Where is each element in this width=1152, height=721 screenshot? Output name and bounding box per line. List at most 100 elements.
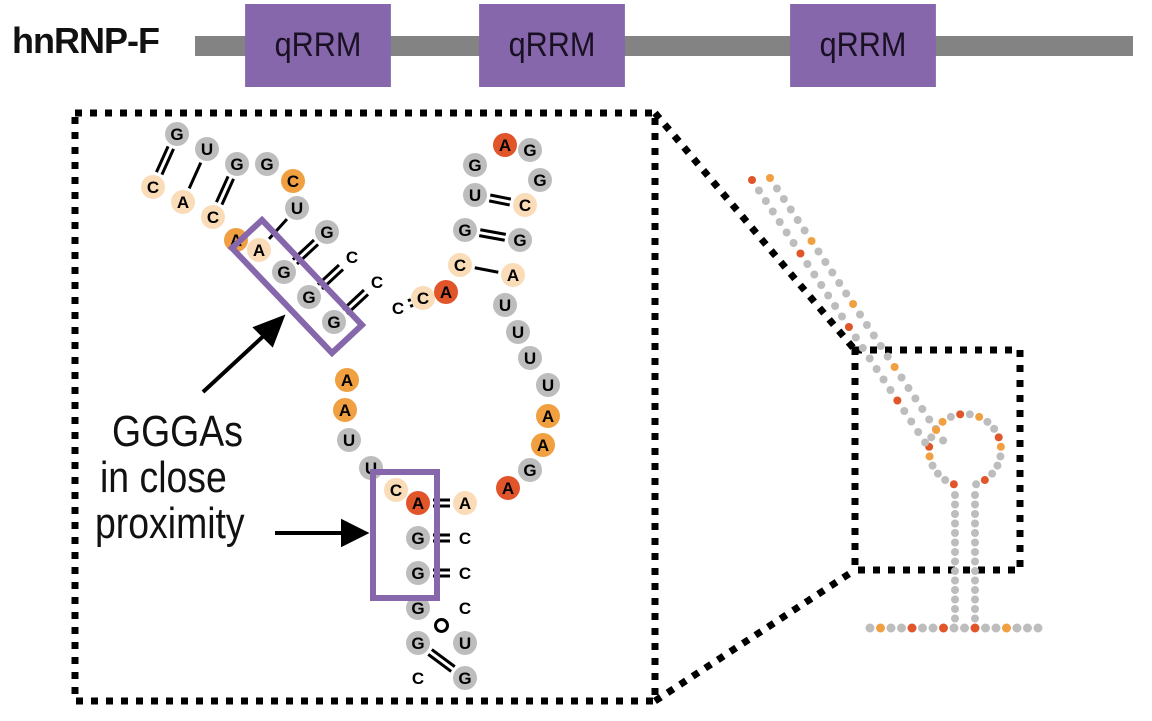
nucleotide-letter: A: [507, 266, 519, 285]
nucleotide: G: [453, 218, 477, 242]
nucleotide-circle: [448, 253, 472, 277]
double-bond: [155, 145, 170, 173]
nucleotide: C: [141, 175, 165, 199]
mini-nucleotide: [928, 461, 937, 470]
mini-nucleotide: [971, 576, 979, 585]
double-bond: [215, 175, 230, 203]
mini-nucleotide: [971, 595, 979, 604]
mini-nucleotide: [925, 415, 934, 424]
nucleotide-circle: [201, 205, 225, 229]
nucleotide-letter: C: [392, 299, 404, 318]
mini-nucleotide: [800, 226, 809, 235]
nucleotide-letter: C: [459, 529, 471, 548]
mini-nucleotide: [971, 614, 979, 623]
nucleotide: U: [463, 183, 487, 207]
mini-nucleotide: [971, 548, 979, 556]
zoom-connector-bottom: [653, 567, 857, 704]
mini-nucleotide: [786, 205, 795, 214]
mini-nucleotide: [951, 557, 959, 566]
zoom-frame-box: [71, 109, 659, 705]
nucleotide: U: [337, 428, 361, 452]
nucleotide: C: [384, 478, 408, 502]
mini-nucleotide: [849, 300, 858, 308]
mini-nucleotide: [971, 586, 979, 594]
nucleotide-letter: G: [411, 634, 424, 653]
arrow-upper-line: [201, 328, 272, 394]
nucleotide: U: [506, 320, 530, 344]
nucleotide-letter: A: [177, 193, 189, 212]
nucleotide-circle: [513, 193, 537, 217]
nucleotide-circle: [165, 122, 189, 146]
nucleotide: G: [165, 122, 189, 146]
mini-nucleotide: [900, 407, 909, 415]
nucleotide-circle: [453, 218, 477, 242]
nucleotide-letter: G: [523, 141, 536, 160]
mini-nucleotide: [828, 268, 837, 277]
mini-nucleotide: [994, 433, 1003, 442]
nucleotide-circle: [536, 404, 560, 428]
mini-nucleotide: [1002, 623, 1011, 633]
mini-nucleotide: [807, 237, 816, 245]
double-bond: [488, 199, 510, 207]
zoom-connector-top: [652, 110, 858, 353]
mini-nucleotide: [951, 538, 959, 547]
mini-nucleotide: [996, 442, 1005, 451]
mini-nucleotide: [838, 312, 846, 321]
mini-nucleotide: [996, 452, 1005, 461]
nucleotide-circle: [506, 320, 530, 344]
mini-nucleotide: [951, 510, 959, 518]
nucleotide-circle: [406, 491, 430, 515]
qrrm-domain-3: qRRM: [790, 4, 936, 87]
nucleotide-circle: [434, 280, 458, 304]
mini-nucleotide: [928, 623, 938, 633]
nucleotide-letter: G: [458, 669, 471, 688]
mini-nucleotide: [951, 500, 959, 509]
nucleotide-letter: A: [542, 407, 554, 426]
nucleotide: G: [406, 526, 430, 550]
nucleotide-letter: C: [454, 256, 466, 275]
single-bond: [474, 266, 499, 274]
mini-nucleotide: [890, 363, 899, 371]
nucleotide-circle: [453, 666, 477, 690]
nucleotide-circle: [531, 433, 555, 457]
nucleotide-letter: A: [253, 241, 265, 260]
nucleotide-letter: U: [469, 186, 481, 205]
double-bond: [490, 193, 512, 201]
nucleotide-letter: A: [502, 479, 514, 498]
mini-nucleotide: [988, 469, 997, 478]
nucleotide: U: [518, 346, 542, 370]
nucleotide-letter: U: [291, 199, 303, 218]
mini-nucleotide: [893, 396, 902, 405]
gggA-highlight-boxes: [227, 215, 440, 601]
mini-nucleotide: [983, 417, 992, 426]
nucleotide-letter: G: [411, 599, 424, 618]
mini-nucleotide: [971, 500, 979, 509]
nucleotide: C: [459, 599, 471, 618]
nucleotide-circle: [281, 169, 305, 193]
nucleotide-letter: C: [412, 669, 424, 688]
nucleotide: A: [434, 280, 458, 304]
annotation-line-3: proximity: [95, 499, 245, 548]
mini-nucleotide: [831, 302, 840, 310]
mini-nucleotide: [951, 586, 959, 594]
nucleotide-circle: [493, 293, 517, 317]
nucleotide-letter: C: [417, 289, 429, 308]
nucleotide-circle: [463, 153, 487, 177]
double-bond: [409, 303, 414, 308]
mini-nucleotide: [872, 365, 881, 373]
mini-nucleotide: [971, 605, 979, 613]
nucleotide-circle: [536, 373, 560, 397]
mini-nucleotide: [951, 529, 959, 537]
mini-nucleotide: [766, 174, 774, 182]
nucleotide-circle: [508, 228, 532, 252]
mini-nucleotide: [990, 424, 999, 433]
mini-nucleotide: [879, 375, 888, 384]
mini-nucleotide: [911, 394, 920, 403]
nucleotide: A: [333, 398, 357, 422]
nucleotide: U: [493, 293, 517, 317]
nucleotide-letter: G: [523, 461, 536, 480]
mini-nucleotide: [856, 310, 864, 319]
nucleotide-letter: C: [519, 196, 531, 215]
mini-nucleotide: [991, 623, 1001, 633]
nucleotide-circle: [406, 526, 430, 550]
